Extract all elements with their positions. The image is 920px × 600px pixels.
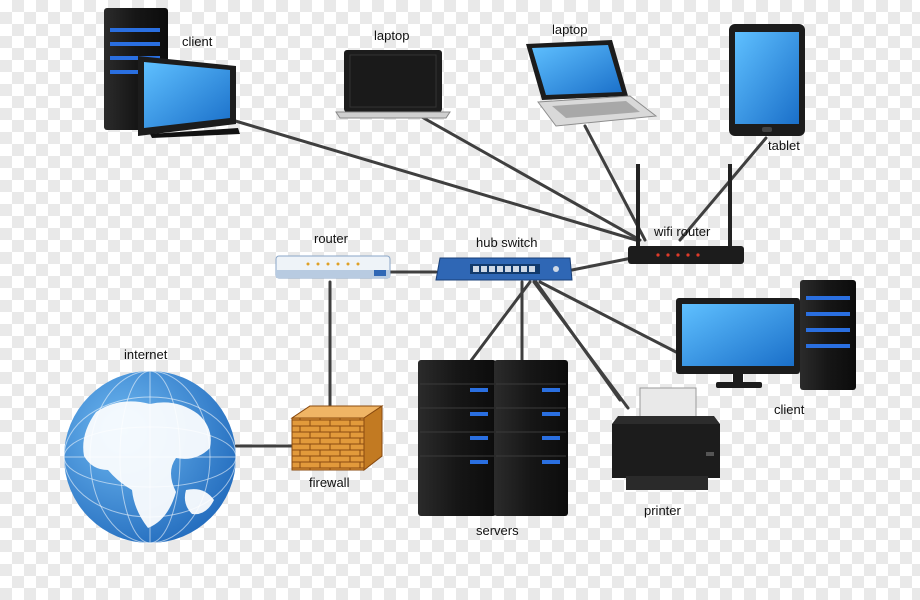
antenna-right [728, 164, 732, 248]
tablet-device [729, 24, 805, 136]
label-laptop-1: laptop [374, 28, 409, 43]
client-right-workstation [676, 280, 856, 390]
label-laptop-2: laptop [552, 22, 587, 37]
label-servers: servers [476, 523, 519, 538]
label-firewall: firewall [309, 475, 350, 490]
label-printer: printer [644, 503, 682, 518]
wifi-router-icon [628, 246, 744, 264]
hub-switch-device [436, 258, 572, 280]
label-router: router [314, 231, 349, 246]
antenna-left [636, 164, 640, 248]
printer-device [612, 388, 720, 490]
edge-wifi-switch [572, 258, 632, 270]
laptop-2 [526, 40, 656, 126]
label-internet: internet [124, 347, 168, 362]
firewall-device [292, 406, 382, 470]
router-device [276, 256, 390, 278]
client-top-workstation [104, 8, 240, 138]
label-client-top: client [182, 34, 213, 49]
printer-icon [612, 424, 720, 478]
edge-client-wifi [232, 120, 636, 240]
label-hub-switch: hub switch [476, 235, 537, 250]
laptop-1 [336, 50, 450, 118]
label-client-right: client [774, 402, 805, 417]
wifi-router-device [628, 164, 744, 264]
label-wifi-router: wifi router [653, 224, 711, 239]
internet-globe [64, 371, 236, 543]
edge-laptop1-wifi [420, 116, 640, 240]
label-tablet: tablet [768, 138, 800, 153]
servers-rack [418, 360, 568, 516]
